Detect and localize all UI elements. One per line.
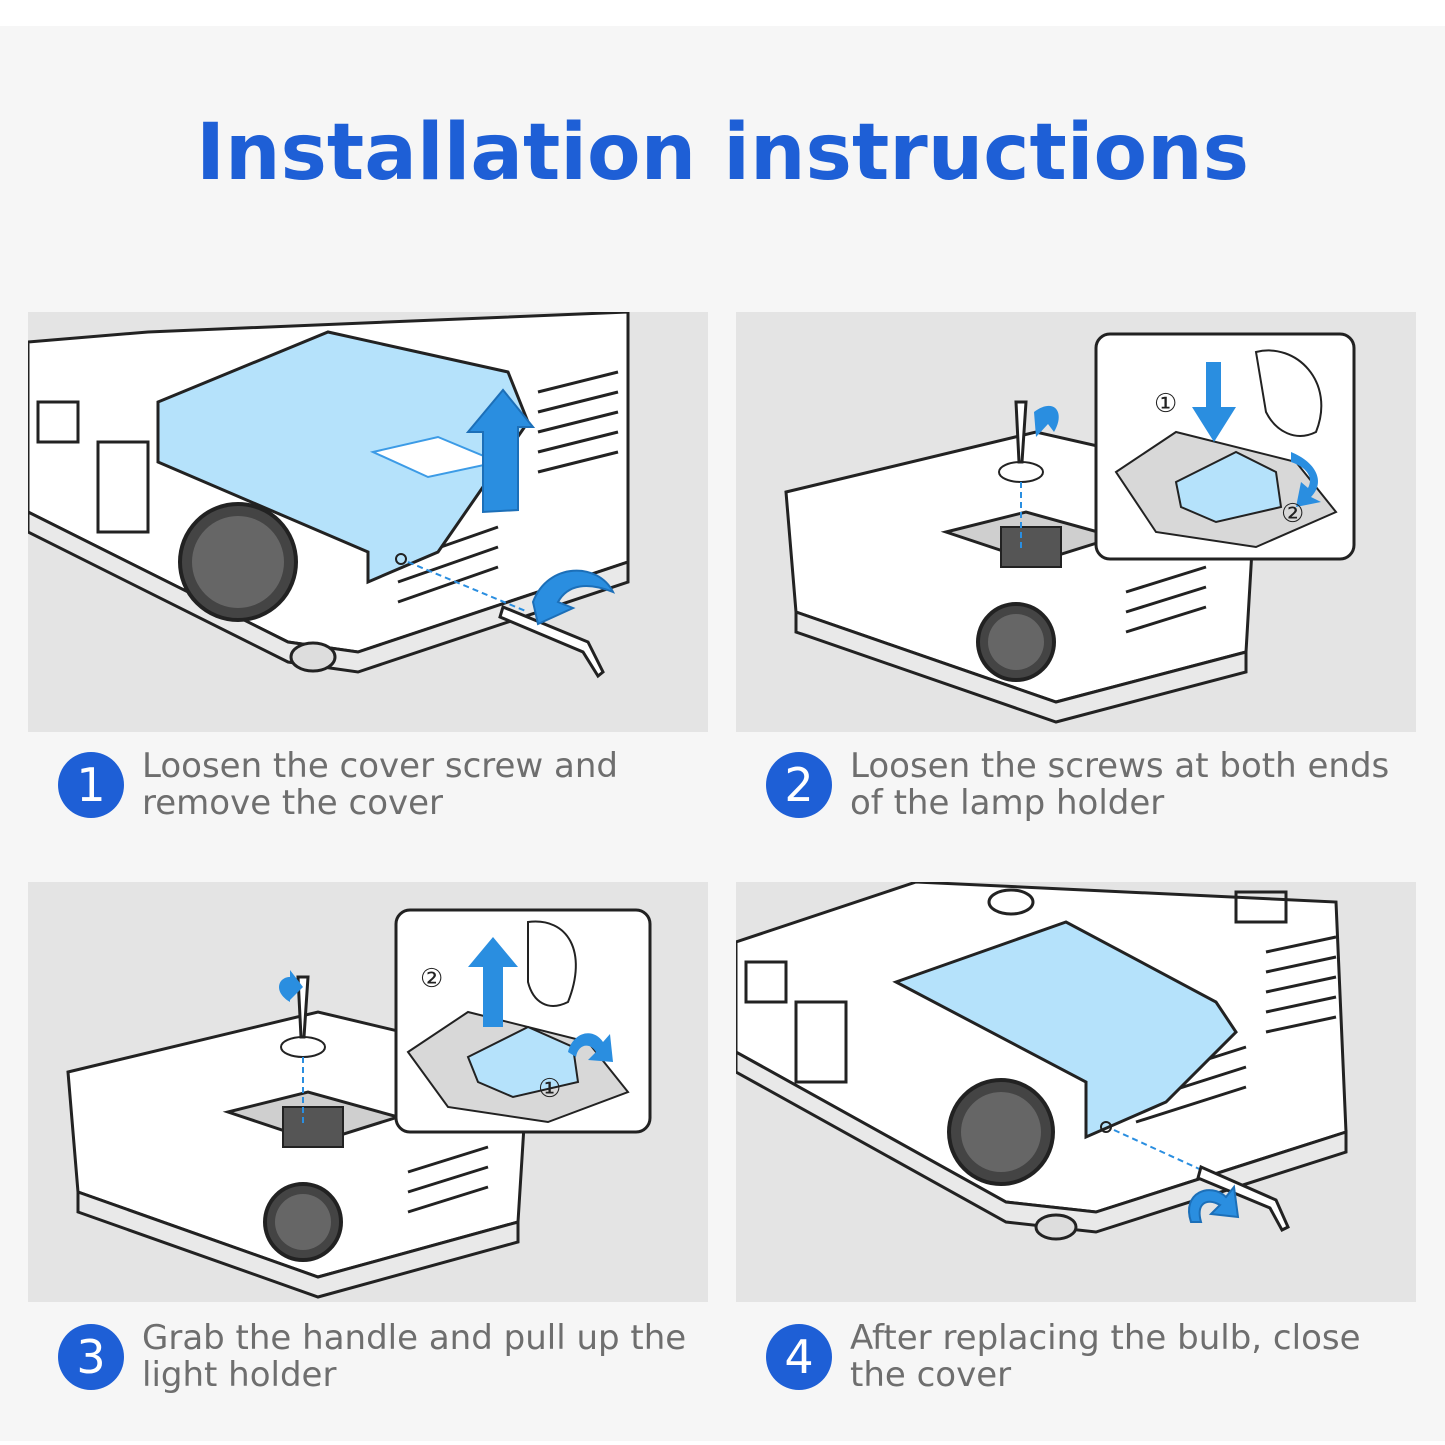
step-4: 4 After replacing the bulb, close the co… (736, 1312, 1416, 1402)
step-description: Loosen the screws at both ends of the la… (850, 746, 1390, 823)
step-3: 3 Grab the handle and pull up the light … (28, 1312, 708, 1402)
callout-step-c: ② (420, 964, 443, 994)
step-3-illustration: ② ① (28, 882, 708, 1302)
step-description: Loosen the cover screw and remove the co… (142, 746, 618, 823)
step-number-badge: 2 (766, 752, 832, 818)
step-4-illustration (736, 882, 1416, 1302)
step-description: After replacing the bulb, close the cove… (850, 1318, 1361, 1395)
step-number-badge: 1 (58, 752, 124, 818)
step-2: 2 Loosen the screws at both ends of the … (736, 740, 1416, 830)
step-1-illustration (28, 312, 708, 732)
step-description: Grab the handle and pull up the light ho… (142, 1318, 687, 1395)
step-2-illustration: ① ② (736, 312, 1416, 732)
step-number-badge: 3 (58, 1324, 124, 1390)
step-number-badge: 4 (766, 1324, 832, 1390)
step-1: 1 Loosen the cover screw and remove the … (28, 740, 708, 830)
callout-step-b: ② (1281, 499, 1304, 529)
callout-step-a: ① (1154, 389, 1177, 419)
page-title: Installation instructions (195, 108, 1250, 198)
callout-step-d: ① (538, 1074, 561, 1104)
